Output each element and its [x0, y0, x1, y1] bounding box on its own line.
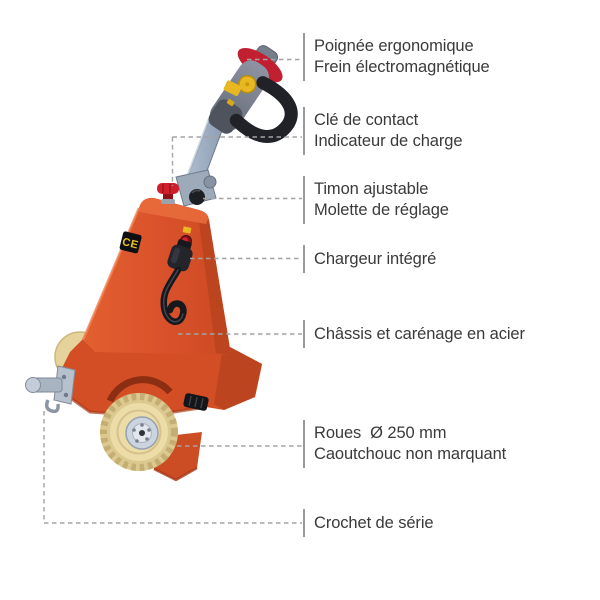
key-switch	[182, 226, 192, 234]
callout-line: Roues Ø 250 mm	[314, 424, 447, 442]
callout-line: Caoutchouc non marquant	[314, 445, 507, 463]
ce-mark: CE	[119, 231, 142, 254]
callout-chargeur: Chargeur intégré	[303, 245, 436, 273]
tiller-head	[208, 45, 298, 143]
callout-roues: Roues Ø 250 mm Caoutchouc non marquant	[303, 420, 506, 468]
handle-loop	[229, 76, 298, 143]
callout-line: Chargeur intégré	[314, 249, 437, 268]
callout-poignee-frein: Poignée ergonomique Frein électromagnéti…	[303, 33, 490, 81]
callout-crochet: Crochet de série	[303, 509, 434, 537]
callout-chassis: Châssis et carénage en acier	[303, 320, 525, 348]
head-label	[223, 80, 242, 96]
charger-plug	[160, 239, 193, 325]
emergency-stop-button	[157, 183, 179, 204]
adjuster-knob	[189, 189, 205, 205]
callout-line: Crochet de série	[314, 513, 434, 532]
vent-grille	[183, 393, 209, 411]
callout-line: Poignée ergonomique	[314, 37, 474, 55]
wheel-arch	[106, 376, 173, 403]
tow-hook	[25, 365, 76, 414]
ce-mark-label: CE	[121, 236, 140, 252]
callout-line: Indicateur de charge	[314, 132, 463, 150]
callout-cle-indicateur: Clé de contact Indicateur de charge	[303, 107, 463, 155]
front-wheel	[100, 393, 178, 471]
tiller-joint	[175, 169, 217, 207]
callout-lines	[43, 58, 302, 524]
machine-body	[81, 197, 231, 355]
callout-line: Molette de réglage	[314, 201, 449, 219]
callout-line: Clé de contact	[314, 111, 419, 129]
callout-line: Timon ajustable	[314, 180, 429, 198]
callout-line: Châssis et carénage en acier	[314, 324, 525, 343]
callout-line: Frein électromagnétique	[314, 58, 490, 76]
callout-timon-molette: Timon ajustable Molette de réglage	[303, 176, 449, 224]
